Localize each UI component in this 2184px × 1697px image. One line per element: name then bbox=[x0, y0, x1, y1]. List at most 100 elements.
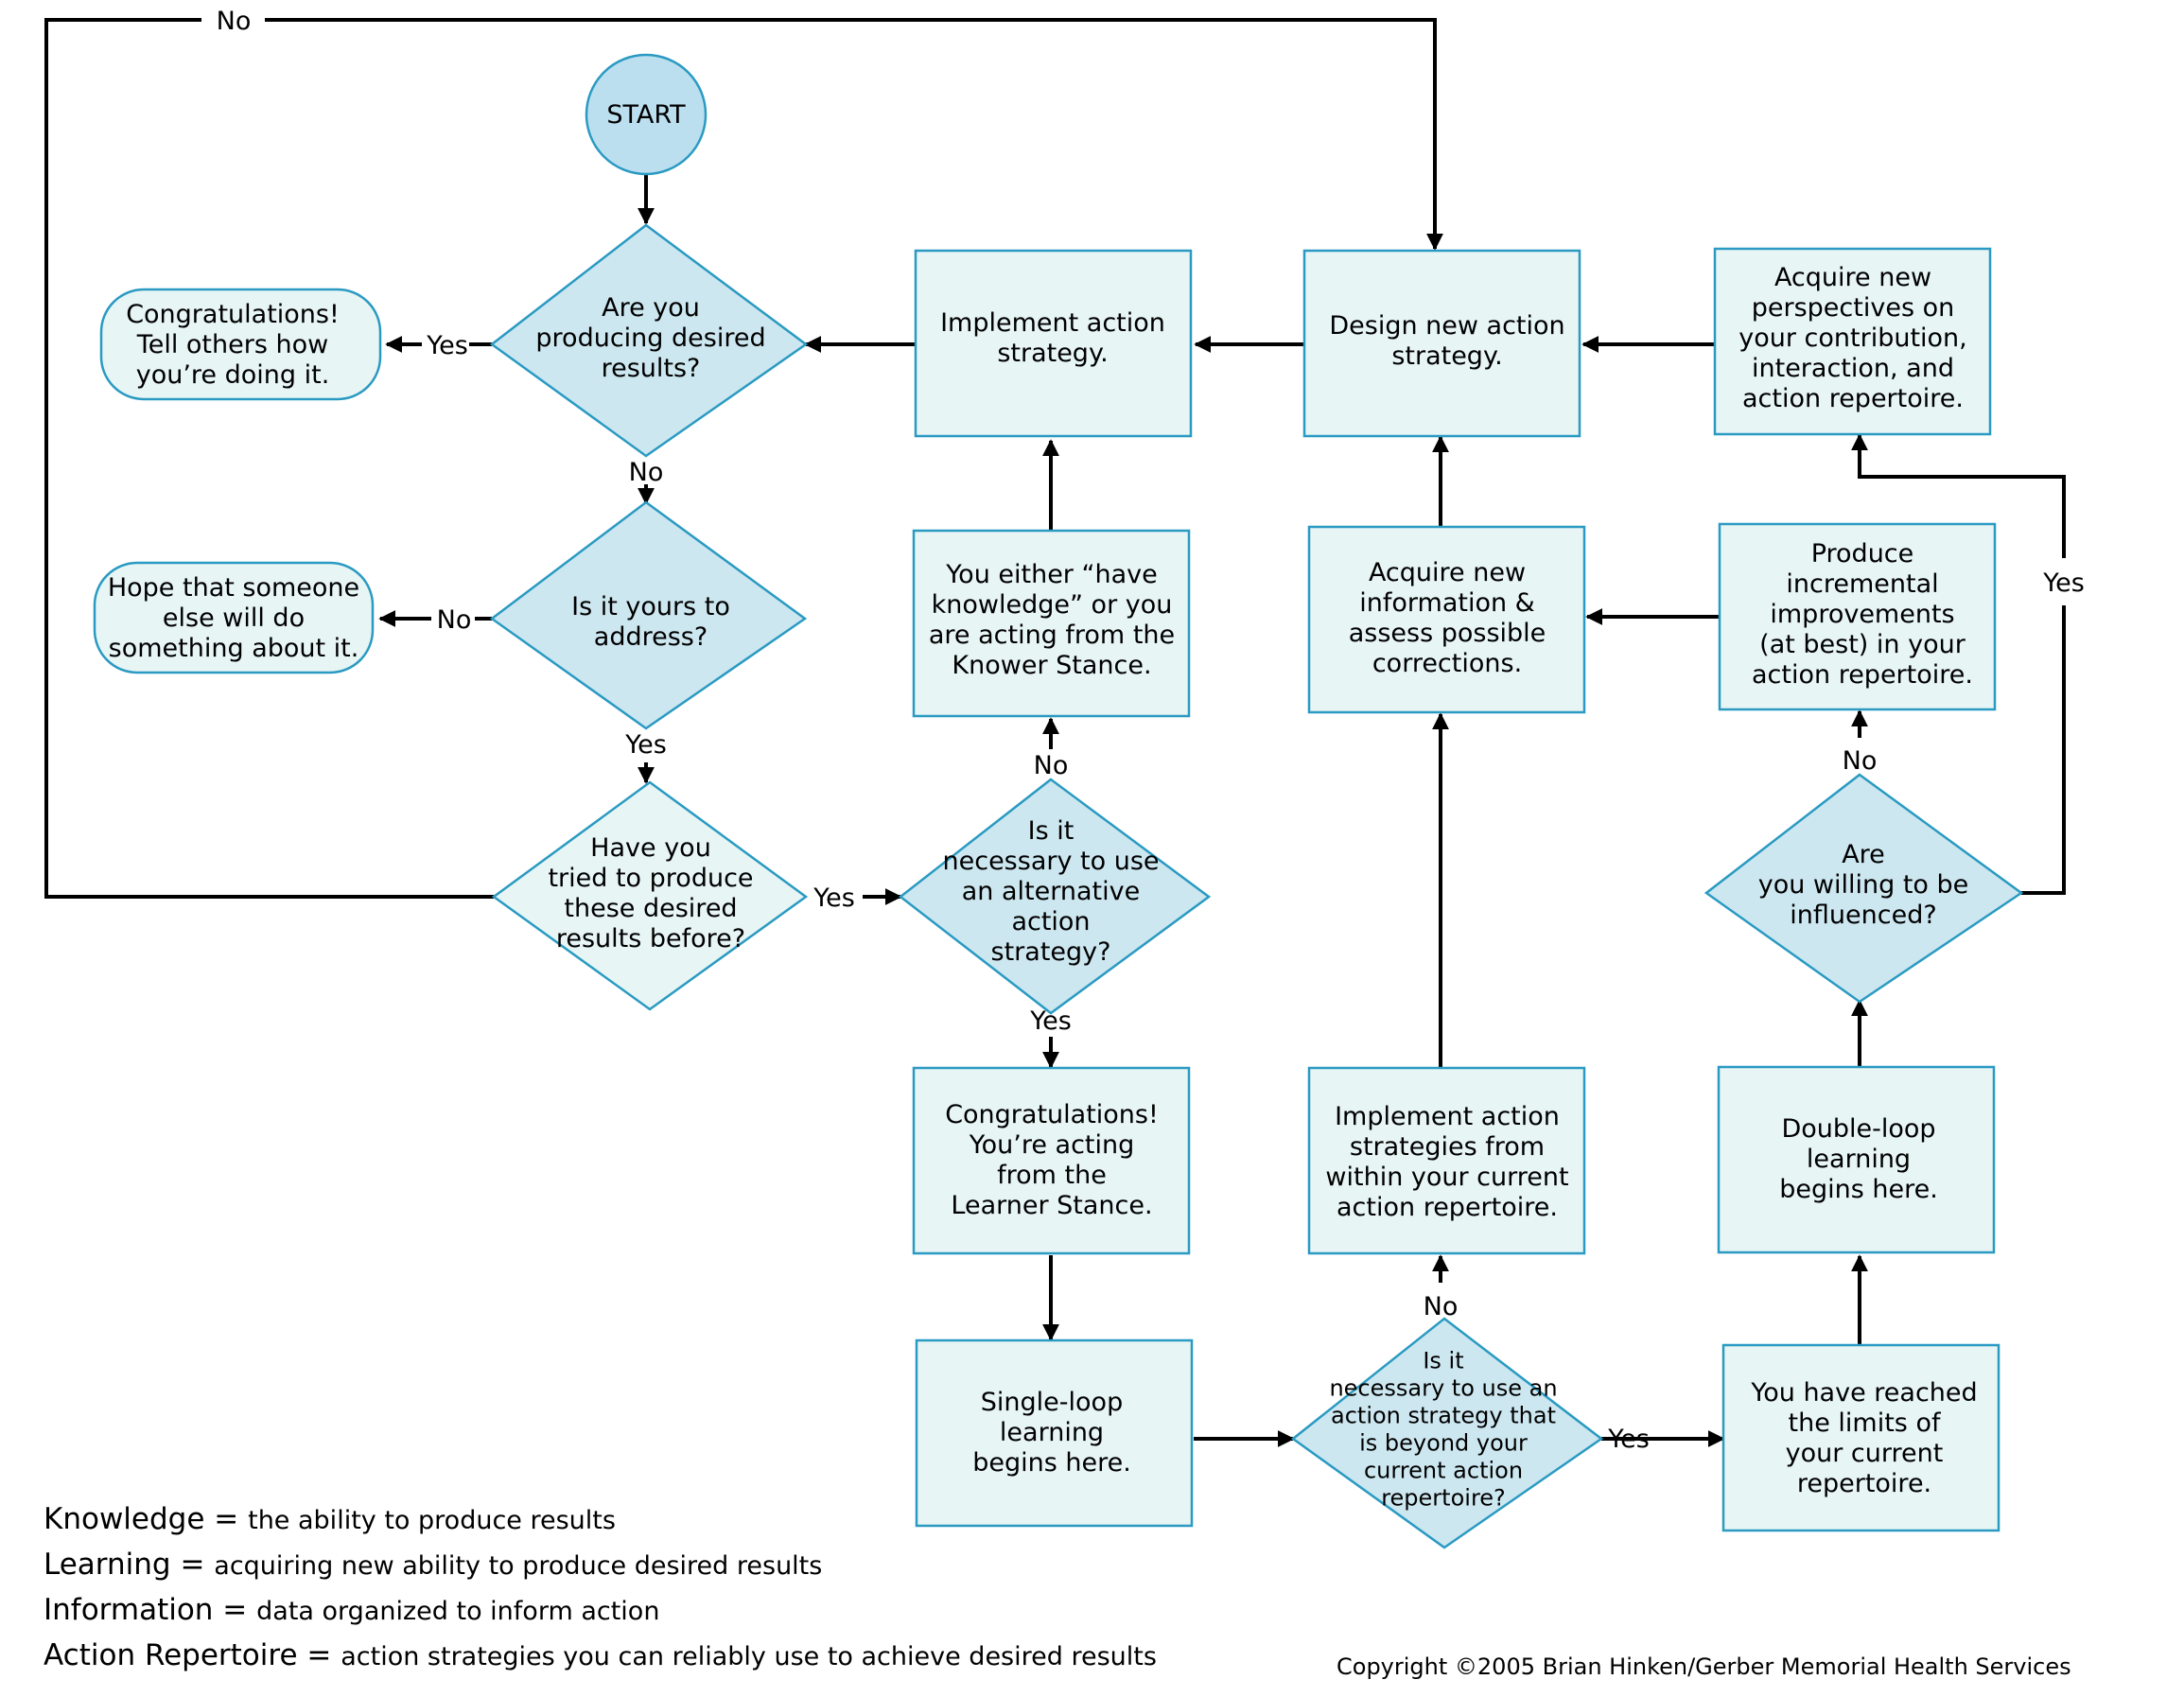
node-text-line: Is it bbox=[1423, 1348, 1463, 1374]
node-text-line: action repertoire. bbox=[1742, 384, 1964, 413]
legend-definition: action strategies you can reliably use t… bbox=[341, 1642, 1157, 1671]
node-text-line: Hope that someone bbox=[108, 573, 359, 603]
legend-term: Learning bbox=[44, 1548, 171, 1582]
node-text-line: strategy. bbox=[1391, 341, 1502, 371]
node-text-line: your current bbox=[1786, 1439, 1944, 1468]
legend-definition: the ability to produce results bbox=[248, 1506, 616, 1535]
edge-label-producing-yes: Yes bbox=[426, 331, 468, 360]
legend-row-information: Information = data organized to inform a… bbox=[44, 1587, 1157, 1633]
legend-row-action-repertoire: Action Repertoire = action strategies yo… bbox=[44, 1633, 1157, 1678]
edge-label-top-loop-no: No bbox=[217, 7, 252, 36]
node-text-line: Implement action bbox=[1335, 1102, 1560, 1131]
legend-term: Knowledge bbox=[44, 1502, 205, 1536]
node-text-line: You either “have bbox=[945, 560, 1157, 589]
node-text-line: Is it yours to bbox=[571, 592, 730, 621]
edge-label-yours-yes: Yes bbox=[624, 730, 667, 760]
node-text-line: Single-loop bbox=[981, 1388, 1123, 1417]
legend-equals: = bbox=[170, 1548, 215, 1582]
node-text-line: assess possible bbox=[1349, 619, 1546, 648]
node-text-line: strategy? bbox=[991, 937, 1111, 967]
node-text-line: repertoire. bbox=[1797, 1469, 1931, 1498]
node-text-line: Acquire new bbox=[1774, 263, 1931, 292]
node-text-line: (at best) in your bbox=[1759, 630, 1966, 659]
node-text-line: incremental bbox=[1786, 569, 1938, 599]
edge-influenced-yes bbox=[1860, 435, 2066, 895]
edge-label-influenced-yes: Yes bbox=[2042, 569, 2085, 598]
node-text-line: Learner Stance. bbox=[951, 1191, 1152, 1220]
node-text-line: else will do bbox=[163, 604, 305, 633]
node-text-line: action strategy that bbox=[1331, 1403, 1556, 1429]
start-label: START bbox=[606, 100, 686, 130]
node-text-line: Are bbox=[1842, 840, 1885, 869]
node-text-line: action bbox=[1011, 907, 1090, 936]
node-text-line: Double-loop bbox=[1781, 1114, 1935, 1144]
node-text-line: Is it bbox=[1028, 816, 1075, 846]
copyright-notice: Copyright ©2005 Brian Hinken/Gerber Memo… bbox=[1337, 1653, 2071, 1680]
node-text-line: results? bbox=[602, 354, 701, 383]
node-text-line: Knower Stance. bbox=[952, 651, 1151, 680]
edge-label-beyond-no: No bbox=[1424, 1292, 1459, 1321]
node-text-line: within your current bbox=[1325, 1163, 1568, 1192]
edge-label-yours-no: No bbox=[437, 605, 472, 635]
node-text-line: your contribution, bbox=[1738, 324, 1967, 353]
node-text-line: improvements bbox=[1770, 600, 1954, 629]
node-text-line: corrections. bbox=[1372, 649, 1522, 678]
node-text-line: Produce bbox=[1811, 539, 1914, 569]
edge-label-producing-no: No bbox=[629, 458, 664, 487]
node-text-line: address? bbox=[594, 622, 708, 652]
node-text-line: action repertoire. bbox=[1337, 1193, 1558, 1222]
node-text-line: Tell others how bbox=[136, 330, 328, 359]
node-text-line: an alternative bbox=[962, 877, 1140, 906]
node-text-line: Acquire new bbox=[1369, 558, 1526, 587]
node-text-line: interaction, and bbox=[1752, 354, 1954, 383]
node-text-line: Have you bbox=[590, 833, 711, 863]
node-text-line: are acting from the bbox=[929, 621, 1175, 650]
node-text-line: knowledge” or you bbox=[932, 590, 1173, 620]
node-text-line: strategy. bbox=[997, 339, 1108, 368]
node-text-line: Congratulations! bbox=[945, 1100, 1159, 1129]
node-text-line: START bbox=[606, 100, 686, 130]
edge-label-tried-yes: Yes bbox=[812, 883, 855, 913]
node-text-line: strategies from bbox=[1350, 1132, 1545, 1162]
edge-label-influenced-no: No bbox=[1843, 746, 1878, 776]
legend-equals: = bbox=[213, 1593, 257, 1627]
node-text-line: tried to produce bbox=[548, 864, 753, 893]
node-text-line: you willing to be bbox=[1758, 870, 1969, 900]
node-text-line: current action bbox=[1364, 1458, 1523, 1484]
node-text-line: necessary to use an bbox=[1329, 1375, 1557, 1402]
legend-row-learning: Learning = acquiring new ability to prod… bbox=[44, 1542, 1157, 1587]
node-text-line: influenced? bbox=[1790, 901, 1936, 930]
node-text-line: is beyond your bbox=[1359, 1430, 1528, 1457]
node-text-line: Design new action bbox=[1329, 311, 1564, 341]
